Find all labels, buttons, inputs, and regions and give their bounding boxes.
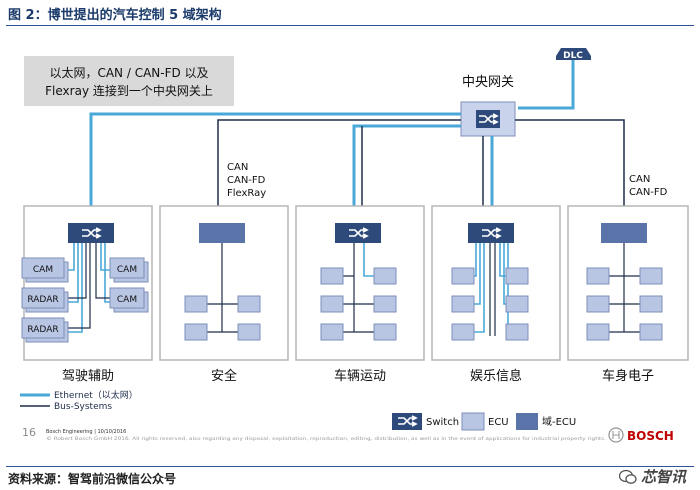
driver-assist-domain: CAM CAM RADAR CAM RADAR bbox=[21, 223, 149, 343]
architecture-diagram: 以太网，CAN / CAN-FD 以及 Flexray 连接到一个中央网关上 D… bbox=[20, 48, 689, 443]
ecu bbox=[639, 295, 663, 313]
domain-name-vehicle-motion: 车辆运动 bbox=[334, 368, 386, 384]
legend-domain-ecu-swatch bbox=[516, 413, 538, 430]
domain-name-driver-assist: 驾驶辅助 bbox=[62, 369, 114, 384]
ecu bbox=[451, 267, 475, 285]
title-divider bbox=[6, 25, 694, 26]
page-number: 16 bbox=[22, 426, 36, 439]
body-domain bbox=[586, 223, 663, 341]
ecu bbox=[586, 267, 610, 285]
bosch-logo-icon bbox=[608, 427, 624, 443]
ecu bbox=[505, 323, 529, 341]
callout-line-1: 以太网，CAN / CAN-FD 以及 bbox=[49, 65, 208, 80]
legend-ecu-swatch bbox=[461, 412, 485, 431]
callout-box bbox=[24, 56, 234, 106]
bus-link-body bbox=[515, 119, 625, 223]
dlc-label: DLC bbox=[563, 51, 583, 61]
ecu bbox=[320, 295, 344, 313]
infotainment-domain bbox=[451, 223, 529, 341]
safety-domain-ecu bbox=[199, 223, 245, 243]
ecu bbox=[451, 295, 475, 313]
ecu bbox=[505, 267, 529, 285]
bus-label-left-3: FlexRay bbox=[227, 188, 266, 199]
ecu bbox=[586, 295, 610, 313]
ecu bbox=[505, 295, 529, 313]
bus-link-safety bbox=[217, 119, 461, 223]
body-domain-ecu bbox=[601, 223, 647, 243]
ecu bbox=[184, 295, 208, 313]
callout-line-2: Flexray 连接到一个中央网关上 bbox=[45, 83, 213, 98]
source-divider bbox=[6, 466, 694, 467]
ethernet-link-vehicle-motion bbox=[352, 124, 461, 223]
bus-label-right-2: CAN-FD bbox=[629, 187, 668, 198]
domain-name-safety: 安全 bbox=[211, 368, 237, 384]
ecu bbox=[373, 295, 397, 313]
legend-bus-label: Bus-Systems bbox=[54, 402, 112, 412]
watermark-text: 芯智讯 bbox=[640, 468, 686, 486]
ecu bbox=[320, 267, 344, 285]
domain-name-infotainment: 娱乐信息 bbox=[470, 368, 522, 384]
diagram-panel: 以太网，CAN / CAN-FD 以及 Flexray 连接到一个中央网关上 D… bbox=[6, 30, 694, 462]
ecu bbox=[586, 323, 610, 341]
safety-domain bbox=[184, 223, 261, 341]
device-radar-2-label: RADAR bbox=[27, 325, 58, 335]
bus-label-right-1: CAN bbox=[629, 174, 650, 185]
domain-name-body: 车身电子 bbox=[602, 368, 654, 384]
ethernet-link-driver-assist bbox=[89, 112, 461, 223]
legend-ethernet-label: Ethernet（以太网） bbox=[54, 389, 138, 401]
source-note: 资料来源：智驾前沿微信公众号 bbox=[8, 472, 177, 486]
device-radar-1-label: RADAR bbox=[27, 295, 58, 305]
bosch-brand: BOSCH bbox=[627, 429, 674, 443]
bus-label-left-2: CAN-FD bbox=[227, 175, 266, 186]
ecu bbox=[639, 267, 663, 285]
legend-domain-ecu-label: 域-ECU bbox=[542, 415, 576, 428]
ecu bbox=[184, 323, 208, 341]
bus-label-left-1: CAN bbox=[227, 162, 248, 173]
device-cam-1-label: CAM bbox=[33, 265, 53, 275]
gateway-label: 中央网关 bbox=[462, 75, 514, 90]
ecu bbox=[639, 323, 663, 341]
ecu bbox=[237, 295, 261, 313]
device-cam-2-label: CAM bbox=[117, 265, 137, 275]
device-cam-3-label: CAM bbox=[117, 295, 137, 305]
vehicle-motion-domain bbox=[320, 223, 397, 341]
ecu bbox=[373, 323, 397, 341]
watermark: 芯智讯 bbox=[618, 466, 686, 487]
wechat-icon bbox=[618, 469, 637, 484]
ecu bbox=[320, 323, 344, 341]
figure-title: 图 2：博世提出的汽车控制 5 域架构 bbox=[8, 8, 222, 23]
dlc-connector bbox=[556, 48, 591, 60]
legend-switch-label: Switch bbox=[426, 417, 459, 428]
ecu bbox=[237, 323, 261, 341]
ecu bbox=[451, 323, 475, 341]
dlc-ethernet-link bbox=[518, 60, 575, 110]
footer-engineering: Bosch Engineering | 10/10/2016 bbox=[46, 429, 126, 435]
ecu bbox=[373, 267, 397, 285]
legend-ecu-label: ECU bbox=[488, 417, 509, 428]
footer-copyright: © Robert Bosch GmbH 2016. All rights res… bbox=[46, 436, 606, 441]
